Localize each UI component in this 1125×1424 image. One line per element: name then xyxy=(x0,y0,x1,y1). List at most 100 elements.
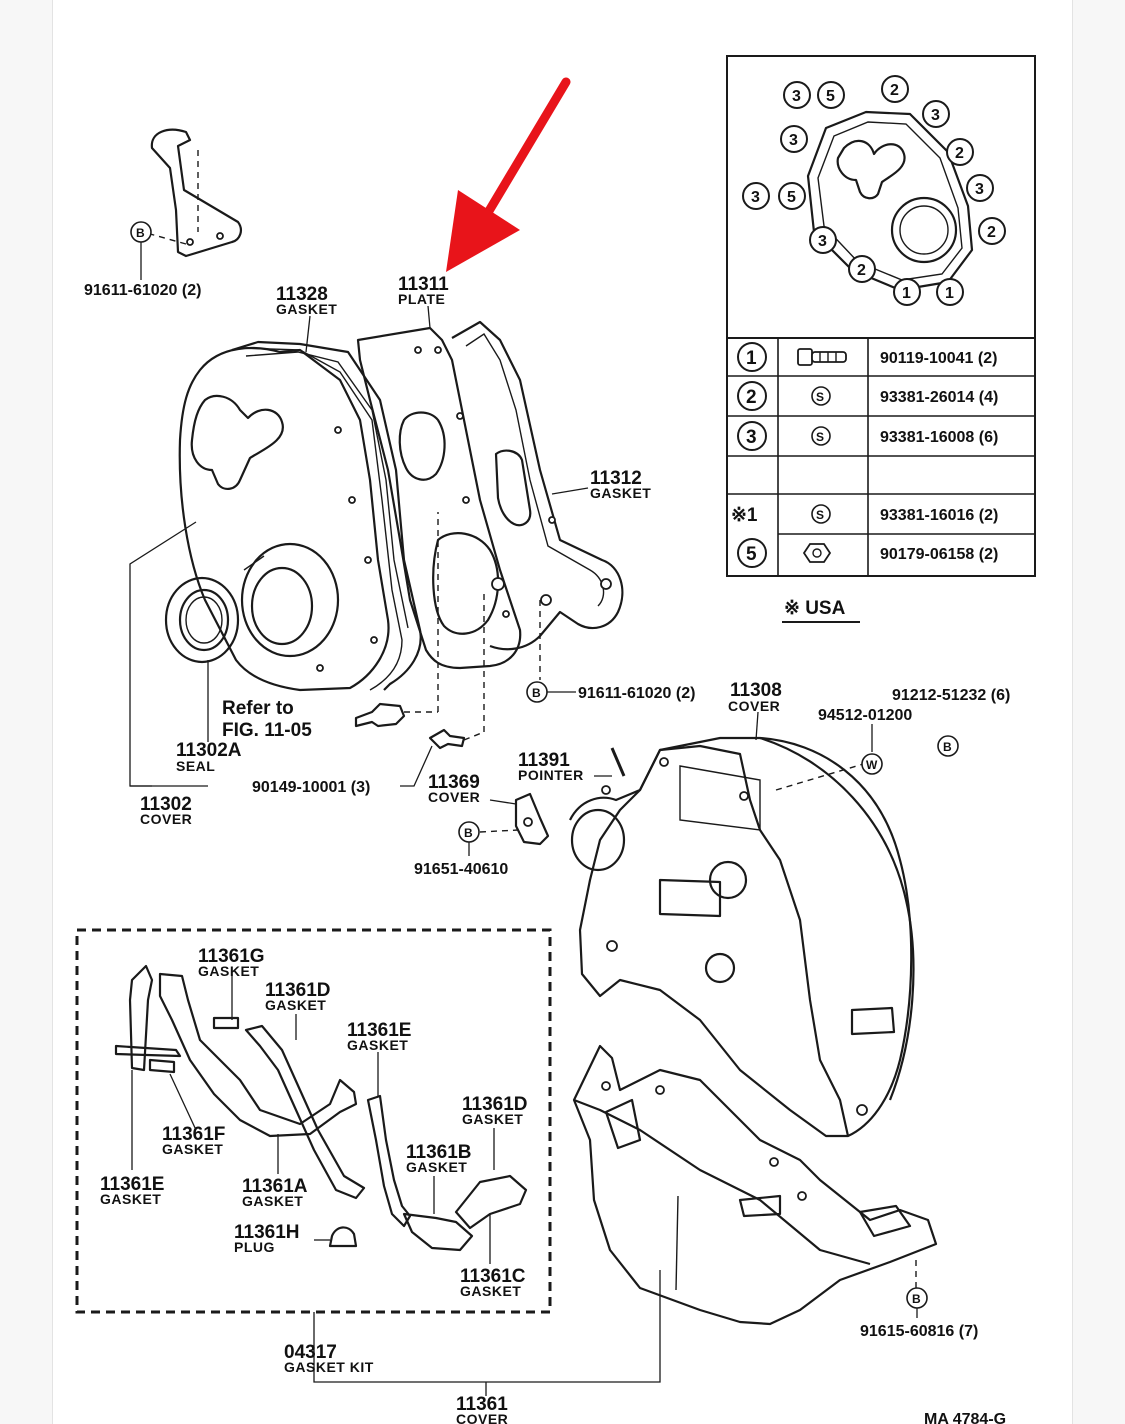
part-11361e-number-a: 11361E xyxy=(347,1020,411,1041)
sensor-part xyxy=(354,512,439,728)
spring-washer-icon xyxy=(811,386,831,406)
part-11312-name: GASKET xyxy=(590,485,651,501)
part-91212-label: 91212-51232 (6) xyxy=(892,687,1010,704)
svg-text:W: W xyxy=(866,758,878,772)
usa-note: ※ USA xyxy=(784,598,846,619)
part-11391-number: 11391 xyxy=(518,750,570,771)
part-11302a-number: 11302A xyxy=(176,740,242,761)
pointer-11391-part xyxy=(594,747,626,777)
bolt-map-marker-label: 1 xyxy=(902,285,911,302)
bolt-callout-b-top: B xyxy=(130,221,152,280)
part-11361f-name: GASKET xyxy=(162,1141,223,1157)
part-11361b-name: GASKET xyxy=(406,1159,467,1175)
part-11361b-number: 11361B xyxy=(406,1142,472,1163)
nut-icon xyxy=(802,543,832,563)
kit-leader xyxy=(313,1270,661,1383)
part-11361h-name: PLUG xyxy=(234,1239,275,1255)
part-11361h-number: 11361H xyxy=(234,1222,300,1243)
bolt-map-marker-label: 1 xyxy=(945,285,954,302)
spring-washer-icon-label: S xyxy=(816,508,824,522)
bolt-map-marker-circle xyxy=(848,255,876,283)
table-key-circle xyxy=(737,342,767,372)
gasket-11312-part xyxy=(451,320,624,651)
gasket-kit-box xyxy=(75,928,552,1314)
bolt-map-marker-circle xyxy=(783,81,811,109)
bolt-map-marker-circle xyxy=(936,278,964,306)
part-11361g-name: GASKET xyxy=(198,963,259,979)
part-11361e-number-b: 11361E xyxy=(100,1174,164,1195)
part-90149-label: 90149-10001 (3) xyxy=(252,779,370,796)
table-key-circle xyxy=(737,538,767,568)
table-key-label: 5 xyxy=(746,544,757,565)
spring-washer-icon xyxy=(811,426,831,446)
bolt-map-marker-circle xyxy=(780,125,808,153)
part-11361c-name: GASKET xyxy=(460,1283,521,1299)
part-11361d-number-a: 11361D xyxy=(265,980,331,1001)
part-11311-number: 11311 xyxy=(398,274,449,295)
part-11308-number: 11308 xyxy=(730,680,782,701)
bolt-map-marker-circle xyxy=(742,182,770,210)
red-arrow-icon xyxy=(446,77,571,272)
table-part-number: 93381-16016 (2) xyxy=(880,507,998,524)
part-91651-label: 91651-40610 xyxy=(414,861,508,878)
bolt-map-marker-label: 2 xyxy=(955,145,964,162)
part-11308-name: COVER xyxy=(728,698,780,714)
part-11361d-name-a: GASKET xyxy=(265,997,326,1013)
timing-cover-part xyxy=(178,346,403,692)
part-11361-number: 11361 xyxy=(456,1394,508,1415)
page-margin-left xyxy=(0,0,53,1424)
spring-washer-icon-label: S xyxy=(816,430,824,444)
part-11361f-number: 11361F xyxy=(162,1124,225,1145)
spring-washer-icon xyxy=(811,504,831,524)
bolt-map-marker-label: 3 xyxy=(818,233,827,250)
part-11302-number: 11302 xyxy=(140,794,192,815)
bolt-map-marker-label: 2 xyxy=(890,82,899,99)
svg-text:B: B xyxy=(136,226,145,240)
part-11361c-number: 11361C xyxy=(460,1266,526,1287)
bolt-table xyxy=(726,337,1036,577)
bolt-map-marker-label: 3 xyxy=(931,107,940,124)
part-11369-name: COVER xyxy=(428,789,480,805)
svg-text:B: B xyxy=(943,740,952,754)
part-11312-number: 11312 xyxy=(590,468,642,489)
bolt-map-marker-label: 2 xyxy=(987,224,996,241)
svg-text:B: B xyxy=(532,686,541,700)
table-key-circle xyxy=(737,421,767,451)
bolt-map-marker-label: 5 xyxy=(826,88,835,105)
refer-text-line1: Refer to xyxy=(222,698,294,719)
part-11302a-name: SEAL xyxy=(176,758,215,774)
part-94512-label: 94512-01200 xyxy=(818,707,912,724)
plate-11311-part xyxy=(356,326,522,670)
bolt-map-marker-label: 3 xyxy=(792,88,801,105)
page-margin-right xyxy=(1072,0,1125,1424)
bolt-map-marker-circle xyxy=(893,278,921,306)
part-11328-number: 11328 xyxy=(276,284,328,305)
part-11361d-name-b: GASKET xyxy=(462,1111,523,1127)
part-11311-name: PLATE xyxy=(398,291,445,307)
svg-text:B: B xyxy=(912,1292,921,1306)
part-11361a-name: GASKET xyxy=(242,1193,303,1209)
svg-text:B: B xyxy=(464,826,473,840)
part-11328-name: GASKET xyxy=(276,301,337,317)
bolt-map-marker-circle xyxy=(978,217,1006,245)
table-key-label: 1 xyxy=(746,348,757,369)
part-11302-name: COVER xyxy=(140,811,192,827)
part-11361g-number: 11361G xyxy=(198,946,265,967)
bolt-map-marker-circle xyxy=(778,182,806,210)
part-11369-number: 11369 xyxy=(428,772,480,793)
part-11361-name: COVER xyxy=(456,1411,508,1424)
bolt-map-marker-circle xyxy=(881,75,909,103)
bolt-map-marker-circle xyxy=(809,226,837,254)
table-key-label: ※1 xyxy=(731,505,758,526)
spring-washer-icon-label: S xyxy=(816,390,824,404)
bolt-callout-b-mid: B xyxy=(526,681,576,703)
bolt-map-marker-label: 5 xyxy=(787,189,796,206)
table-part-number: 93381-16008 (6) xyxy=(880,429,998,446)
part-11391-name: POINTER xyxy=(518,767,584,783)
bolt-map-marker-circle xyxy=(966,174,994,202)
bolt-map-marker-circle xyxy=(946,138,974,166)
bolt-map-marker-label: 2 xyxy=(857,262,866,279)
bolt-map-marker-label: 3 xyxy=(975,181,984,198)
